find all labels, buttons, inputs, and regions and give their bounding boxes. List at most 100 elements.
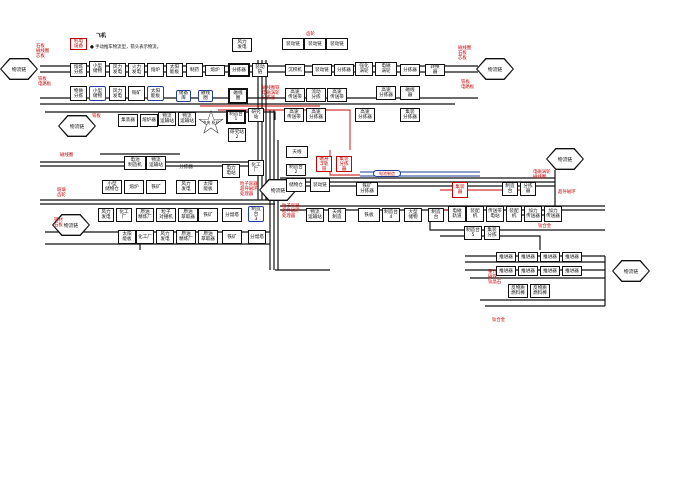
node-t1[interactable]: 反物质 燃料棒 bbox=[508, 284, 528, 298]
node-x2[interactable]: 电力 电站 bbox=[222, 164, 240, 178]
node-fengli2[interactable]: 风力 发电 bbox=[109, 63, 126, 77]
node-zd3[interactable]: 装动链 bbox=[326, 38, 348, 50]
node-s3[interactable]: 推进器 bbox=[540, 252, 560, 262]
node-xiaoxing[interactable]: 小型 储物 bbox=[89, 61, 106, 77]
node-h6[interactable]: 铁矿 bbox=[222, 230, 242, 244]
node-z3[interactable]: 风力 发电 bbox=[109, 86, 126, 101]
node-gz[interactable]: 高速 分拣器 bbox=[306, 108, 326, 122]
node-w2[interactable]: 熔炉 bbox=[124, 180, 144, 194]
node-m3[interactable]: 天线 制造 bbox=[328, 208, 346, 222]
node-h3[interactable]: 风力 发电 bbox=[156, 230, 174, 244]
node-r2[interactable]: 制造台 bbox=[502, 182, 518, 196]
node-zhiyao[interactable]: 制药 bbox=[186, 63, 203, 77]
node-z6[interactable]: 储备 库 bbox=[176, 90, 191, 102]
node-dianci[interactable]: 电磁 涡轮 bbox=[375, 62, 397, 76]
node-z11[interactable]: 高速 传送带 bbox=[327, 88, 347, 102]
node-fenjian1[interactable]: 分拣器 bbox=[228, 63, 250, 77]
node-zhurong[interactable]: 熔炉 bbox=[147, 63, 164, 77]
oval-o2[interactable]: 集装器 bbox=[452, 182, 468, 198]
node-hy[interactable]: 熔炉器 bbox=[140, 114, 158, 127]
hub-left-mid[interactable]: 物流链 bbox=[58, 115, 96, 137]
hub-right-mid[interactable]: 物流链 bbox=[546, 148, 584, 170]
node-s1[interactable]: 推进器 bbox=[496, 252, 516, 262]
node-s4[interactable]: 推进器 bbox=[562, 252, 582, 262]
node-r8[interactable]: 加力 传送器 bbox=[524, 206, 542, 222]
node-z5[interactable]: 太阳 能板 bbox=[147, 86, 164, 101]
node-hl[interactable]: 铁矿 分拣器 bbox=[356, 182, 378, 196]
node-tn1[interactable]: 太阳 能板 bbox=[166, 63, 183, 77]
node-jx[interactable]: 集装 分拣器 bbox=[336, 156, 352, 172]
hub-far-right[interactable]: 物流链 bbox=[612, 260, 650, 282]
node-g2[interactable]: 化工厂 bbox=[116, 208, 132, 222]
node-z14[interactable]: 集装 分拣器 bbox=[400, 108, 420, 122]
node-h5[interactable]: 原油 萃取器 bbox=[198, 230, 218, 244]
node-huoli[interactable]: 火力 发电 bbox=[128, 63, 145, 77]
node-r5[interactable]: 集装 分拣 bbox=[484, 226, 500, 240]
node-h7[interactable]: 分馏塔 bbox=[248, 230, 266, 244]
node-t2[interactable]: 反物质 燃料棒 bbox=[530, 284, 550, 298]
node-g1[interactable]: 风力 发电 bbox=[98, 208, 114, 222]
node-lijie[interactable]: 装动链 bbox=[312, 64, 332, 76]
node-jinkong[interactable]: 物流 运输站 bbox=[146, 156, 166, 170]
node-m9[interactable]: 装配 机 bbox=[466, 206, 484, 222]
node-r9[interactable]: 加力 传送器 bbox=[544, 206, 562, 222]
node-w4[interactable]: 风力 发电 bbox=[176, 180, 196, 194]
node-z13[interactable]: 磁线 器 bbox=[400, 86, 420, 100]
node-huamian[interactable]: 化工 厂 bbox=[248, 160, 264, 176]
hub-left-top[interactable]: 物流链 bbox=[0, 58, 38, 80]
node-s6[interactable]: 推进器 bbox=[518, 266, 538, 276]
node-gs[interactable]: 物流 运输站 bbox=[158, 112, 176, 126]
node-g7[interactable]: 分馏塔 bbox=[222, 208, 242, 222]
node-dianlan[interactable]: 电池 制造机 bbox=[124, 156, 146, 170]
node-zhuangdong[interactable]: 装动链 bbox=[252, 63, 268, 77]
node-gd[interactable]: 高速 分拣器 bbox=[355, 108, 375, 122]
node-s8[interactable]: 推进器 bbox=[562, 266, 582, 276]
node-s5[interactable]: 推进器 bbox=[496, 266, 516, 276]
node-h2[interactable]: 化工厂 bbox=[136, 230, 154, 244]
node-z12[interactable]: 高速 分拣器 bbox=[376, 86, 396, 100]
node-z8[interactable]: 磁线 圈 bbox=[228, 88, 248, 104]
node-z4[interactable]: 铜矿 bbox=[128, 86, 145, 101]
node-g4[interactable]: 粒子 对撞机 bbox=[156, 208, 176, 222]
node-m5[interactable]: 制造台 4 bbox=[382, 208, 400, 222]
node-z1[interactable]: 物质 分拣 bbox=[70, 86, 87, 101]
node-m8[interactable]: 电磁 轨道 bbox=[448, 206, 466, 222]
node-w1[interactable]: 小型 储物仓 bbox=[102, 180, 122, 194]
node-z2[interactable]: 小型 储物 bbox=[89, 86, 106, 101]
node-zhixian[interactable]: 制造台 2 bbox=[286, 164, 306, 176]
node-fenjian3[interactable]: 分拣器 bbox=[400, 64, 420, 76]
node-zhuanhuan[interactable]: 转换 器 bbox=[425, 64, 445, 76]
node-m4[interactable]: 铁板 bbox=[358, 208, 380, 222]
node-w7[interactable]: 装动链 bbox=[310, 178, 330, 192]
node-z7[interactable]: 磁线圈 bbox=[198, 90, 213, 102]
node-g5[interactable]: 原油 萃取器 bbox=[178, 208, 198, 222]
node-zd2[interactable]: 装动链 bbox=[304, 38, 326, 50]
node-jb[interactable]: 研究站 2 bbox=[228, 128, 246, 142]
node-z10[interactable]: 流动 分拣 bbox=[306, 88, 326, 102]
node-sulu[interactable]: 熔炉 bbox=[205, 65, 225, 76]
node-h1[interactable]: 太阳 能板 bbox=[118, 230, 136, 244]
node-w3[interactable]: 铁矿 bbox=[146, 180, 166, 194]
node-bx[interactable]: 集装器 bbox=[118, 114, 138, 127]
node-guijiang[interactable]: 熔炼 分拣 bbox=[70, 63, 87, 77]
node-qiangjiao[interactable]: 强化 涡轮 bbox=[355, 62, 373, 76]
node-s2[interactable]: 推进器 bbox=[518, 252, 538, 262]
node-m7[interactable]: 制造 台 bbox=[428, 208, 444, 222]
node-gy[interactable]: 高速 传送带 bbox=[284, 108, 304, 122]
node-jz[interactable]: 制造台 1 bbox=[226, 110, 246, 124]
node-m1[interactable]: 制造台 3 bbox=[248, 206, 264, 222]
node-h4[interactable]: 原油 精炼厂 bbox=[176, 230, 196, 244]
node-m6[interactable]: 大型 储物 bbox=[404, 208, 422, 222]
node-ds[interactable]: 研究站 bbox=[248, 108, 264, 122]
node-fengli-top[interactable]: 风力 发电 bbox=[232, 38, 252, 52]
node-zd1[interactable]: 装动链 bbox=[282, 38, 304, 50]
hub-top-right[interactable]: 物流链 bbox=[476, 58, 514, 80]
node-tianxian[interactable]: 天线 bbox=[286, 146, 308, 158]
node-chenji[interactable]: 沉积机 bbox=[285, 64, 305, 76]
node-s7[interactable]: 推进器 bbox=[540, 266, 560, 276]
node-r1[interactable]: 分拣器 bbox=[520, 182, 536, 196]
node-z9[interactable]: 高速 传送带 bbox=[285, 88, 305, 102]
node-m2[interactable]: 物流 运输站 bbox=[306, 208, 324, 222]
node-r4[interactable]: 装配 机 bbox=[506, 206, 522, 222]
node-w6[interactable]: 储物仓 bbox=[286, 178, 306, 192]
